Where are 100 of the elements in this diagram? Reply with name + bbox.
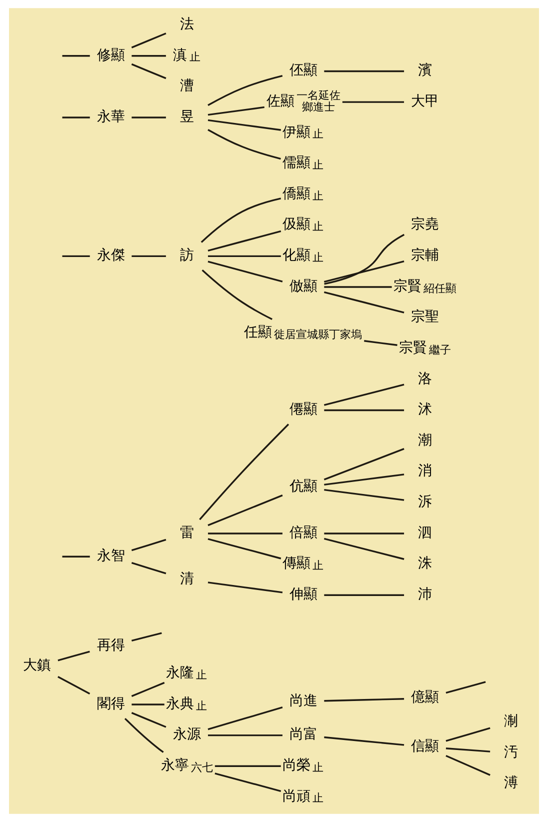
node-label: 止 [312, 220, 324, 234]
node-text: 任顯 [244, 324, 272, 341]
connector [131, 63, 166, 80]
node-label: 止 [196, 699, 208, 712]
node-label: 止 [189, 50, 200, 64]
node-label: 紹任顯 [423, 282, 456, 295]
node-text: 沛 [418, 586, 432, 603]
node-text: 宗輔 [411, 248, 440, 264]
node-text: 伾顯 [289, 62, 318, 79]
node-text: 僑顯 [282, 186, 310, 202]
connector [324, 260, 404, 283]
connector [446, 748, 490, 752]
node-text: 傳顯 [282, 556, 310, 572]
node-text: 化顯 [282, 248, 310, 264]
connector [364, 340, 398, 346]
node-text: 倣顯 [289, 278, 318, 294]
connector [208, 706, 283, 730]
node-text: 修顯 [96, 47, 125, 64]
connector [58, 676, 90, 694]
connector [324, 489, 404, 501]
connector [132, 255, 166, 257]
node-label: 徙居宣城縣丁家塢 [274, 328, 362, 341]
node-text: 佐顯 [266, 93, 294, 110]
node-text: 訪 [180, 248, 194, 264]
node-text: 大鎮 [23, 657, 52, 674]
node-text: 信顯 [411, 738, 440, 754]
connector [324, 448, 404, 480]
connector [324, 698, 404, 702]
node-text: 泝 [418, 494, 432, 510]
node-text: 漕 [180, 78, 194, 94]
connector [124, 718, 164, 753]
connector [58, 650, 90, 662]
node-label: 止 [312, 559, 324, 572]
node-label: 止 [312, 792, 324, 805]
node-text: 伊顯 [282, 124, 310, 140]
node-label: 止 [196, 668, 208, 682]
node-text: 大甲 [411, 93, 440, 110]
node-text: 清 [180, 571, 194, 588]
connector [208, 582, 283, 594]
connector [62, 55, 90, 57]
connector [208, 74, 283, 106]
connector [131, 562, 166, 574]
node-text: 倍顯 [289, 524, 318, 541]
node-text: 潮 [418, 432, 432, 448]
connector [208, 119, 281, 131]
connector [202, 269, 272, 320]
connector [208, 494, 283, 526]
node-text: 洙 [418, 556, 432, 572]
node-text: 永華 [96, 108, 125, 125]
node-text: 宗賢 [398, 340, 427, 356]
connector [208, 106, 264, 116]
connector [324, 538, 404, 560]
node-label: 止 [312, 760, 324, 774]
connector [131, 682, 165, 697]
connector [132, 55, 166, 57]
connector [131, 712, 166, 728]
connector [131, 538, 166, 552]
connector [446, 727, 490, 742]
connector [208, 734, 282, 736]
node-text: 尚頑 [282, 788, 310, 804]
node-text: 濱 [418, 62, 432, 79]
connector [132, 704, 164, 706]
node-text: 沭 [418, 402, 432, 418]
connector [324, 234, 405, 285]
node-text: 永智 [96, 548, 125, 564]
node-text: 永典 [166, 696, 194, 712]
node-text: 永傑 [96, 248, 125, 264]
node-label: 止 [312, 158, 324, 172]
connector [446, 681, 486, 694]
node-text: 再得 [96, 637, 125, 654]
connector [324, 594, 404, 596]
connector [208, 260, 283, 282]
connector [62, 116, 90, 118]
node-label: 繼子 [428, 343, 451, 356]
connector [324, 736, 404, 746]
connector [324, 409, 404, 412]
node-text: 閣得 [96, 696, 125, 712]
connector [208, 230, 282, 252]
connector [208, 538, 282, 560]
node-text: 永源 [173, 726, 202, 743]
connector [62, 556, 90, 558]
connector [342, 101, 404, 103]
connector [324, 474, 404, 486]
node-text: 洛 [418, 370, 432, 387]
node-text: 昱 [180, 108, 194, 125]
connector [214, 765, 281, 767]
connector [324, 384, 404, 406]
connector [324, 291, 404, 314]
node-text: 宗賢 [393, 278, 422, 294]
node-text: 汚 [504, 744, 518, 760]
connector [214, 772, 282, 792]
node-text: 伉顯 [289, 478, 318, 495]
node-text: 儒顯 [282, 155, 310, 172]
connector [132, 116, 166, 118]
connector [208, 532, 282, 534]
node-text: 消 [418, 463, 432, 480]
connector [199, 424, 290, 520]
connector [131, 632, 162, 642]
node-text: 永隆 [166, 665, 194, 682]
node-text: 尚榮 [282, 758, 310, 774]
